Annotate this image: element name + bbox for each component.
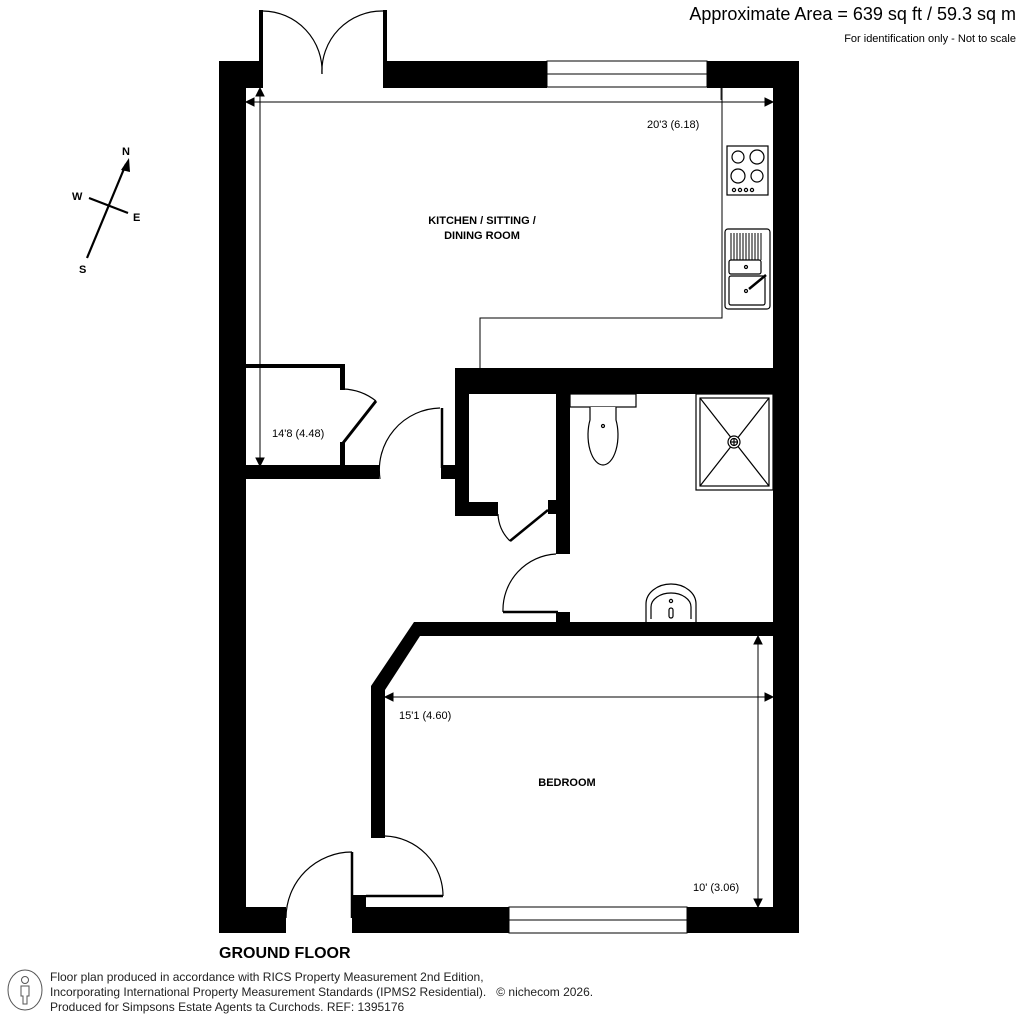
cupboard-door (341, 388, 378, 444)
dimension-lines (244, 86, 775, 909)
floor-name: GROUND FLOOR (219, 945, 351, 962)
room-label-kitchen: KITCHEN / SITTING / (428, 215, 536, 227)
footer-line-1: Floor plan produced in accordance with R… (50, 970, 484, 984)
french-doors (259, 10, 387, 88)
dimension-kitchen-width: 20'3 (6.18) (647, 119, 699, 131)
dimension-kitchen-depth: 14'8 (4.48) (272, 428, 324, 440)
dimension-bedroom-width: 15'1 (4.60) (399, 710, 451, 722)
room-label-kitchen-line2: DINING ROOM (444, 230, 520, 242)
footer-line-3: Produced for Simpsons Estate Agents ta C… (50, 1000, 405, 1014)
hall-door (378, 407, 444, 480)
room-label-bedroom: BEDROOM (538, 777, 595, 789)
compass-icon: N W E S (72, 146, 140, 276)
storage-door (497, 509, 549, 542)
scale-disclaimer: For identification only - Not to scale (844, 33, 1016, 45)
bedroom-door (366, 835, 444, 898)
window-top (546, 60, 708, 88)
dimension-bedroom-depth: 10' (3.06) (693, 882, 739, 894)
compass-north: N (122, 146, 130, 158)
compass-south: S (79, 264, 86, 276)
shower-tray-icon (695, 393, 774, 491)
walls (219, 61, 799, 933)
bathroom-door (502, 553, 558, 614)
compass-east: E (133, 212, 140, 224)
footer-notes: Floor plan produced in accordance with R… (50, 970, 593, 1015)
footer-brand: © nichecom 2026. (496, 985, 594, 999)
footer-line-2: Incorporating International Property Mea… (50, 985, 487, 999)
hob-icon (726, 145, 769, 196)
person-icon (7, 969, 43, 1011)
washbasin-icon (645, 583, 697, 622)
kitchen-counter (479, 88, 723, 368)
compass-west: W (72, 191, 83, 203)
window-bottom (508, 906, 688, 934)
front-door (285, 851, 354, 919)
approximate-area-title: Approximate Area = 639 sq ft / 59.3 sq m (689, 4, 1016, 24)
toilet-icon (569, 393, 637, 466)
footer-line-2-row: Incorporating International Property Mea… (50, 985, 593, 1000)
kitchen-sink-icon (724, 228, 771, 310)
